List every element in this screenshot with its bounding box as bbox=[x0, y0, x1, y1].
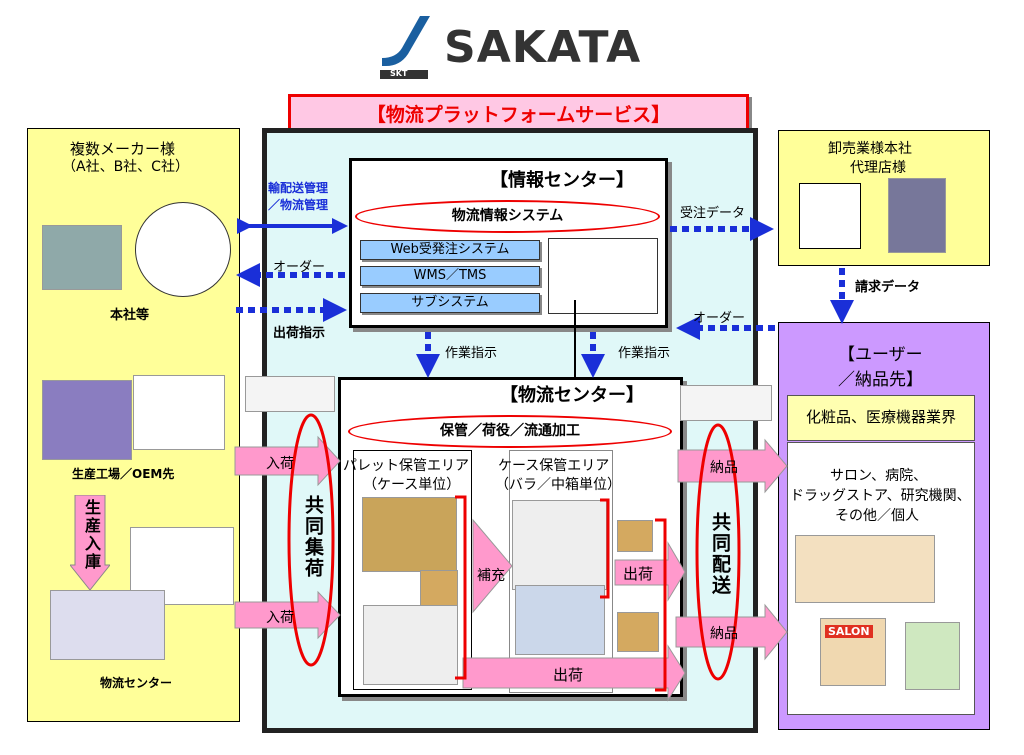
drugstore-image bbox=[795, 535, 935, 603]
order-left-label: オーダー bbox=[273, 260, 326, 275]
ship-label-1: 出荷 bbox=[623, 565, 654, 583]
replenish-arrow bbox=[472, 518, 513, 614]
transport-mgmt-label: 輸配送管理 ／物流管理 bbox=[268, 181, 329, 212]
case-area-unit: （バラ／中箱単位） bbox=[495, 477, 621, 493]
logo-brand: SAKATA bbox=[444, 22, 642, 73]
joint-delivery-label: 共同配送 bbox=[709, 512, 731, 596]
ship-arrow-2 bbox=[462, 644, 686, 702]
hq-building-image bbox=[42, 225, 122, 290]
info-center-title: 【情報センター】 bbox=[490, 170, 634, 191]
factory-worker-image bbox=[133, 375, 225, 450]
dc-building-image bbox=[50, 590, 165, 660]
ship-bracket bbox=[655, 518, 667, 692]
ship-arrow-1 bbox=[614, 541, 686, 602]
joint-delivery-ellipse bbox=[695, 423, 741, 681]
carton-box-image-2 bbox=[617, 612, 659, 652]
industry-label: 化粧品、医療機器業界 bbox=[787, 395, 975, 441]
wms-tms-button[interactable]: WMS／TMS bbox=[360, 266, 540, 286]
order-right-label: オーダー bbox=[693, 311, 746, 326]
joint-pickup-ellipse bbox=[287, 413, 335, 667]
inbound-label-2: 入荷 bbox=[266, 610, 294, 626]
customer-line-2: ドラッグストア、研究機関、 bbox=[790, 488, 971, 504]
work-instruction-label: 作業指示 bbox=[445, 346, 498, 361]
pallet-area bbox=[353, 450, 472, 690]
wholesaler-title: 卸売業様本社 bbox=[828, 141, 912, 157]
case-bracket bbox=[600, 498, 610, 599]
replenish-label: 補充 bbox=[477, 568, 505, 584]
work-instruction-label-2: 作業指示 bbox=[618, 346, 671, 361]
makers-title: 複数メーカー様 bbox=[70, 140, 176, 158]
office-building-image bbox=[888, 178, 946, 253]
dc-label: 物流センター bbox=[100, 676, 173, 690]
inbound-arrow-2 bbox=[234, 590, 341, 640]
operator-bubble-image bbox=[135, 202, 231, 297]
hq-label: 本社等 bbox=[110, 308, 150, 323]
info-system-ellipse: 物流情報システム bbox=[355, 200, 660, 233]
users-subtitle: ／納品先】 bbox=[838, 370, 923, 390]
info-operator-image bbox=[548, 238, 658, 314]
joint-pickup-label: 共同集荷 bbox=[302, 495, 324, 579]
inbound-label-1: 入荷 bbox=[266, 456, 294, 472]
factory-image bbox=[42, 380, 132, 460]
logistics-center-title: 【物流センター】 bbox=[500, 385, 644, 406]
ship-label-2: 出荷 bbox=[553, 666, 584, 684]
pallet-area-title: パレット保管エリア bbox=[343, 458, 469, 474]
logo: SKT SAKATA bbox=[380, 14, 640, 80]
pallet-area-unit: （ケース単位） bbox=[363, 477, 461, 493]
pallet-racks-image bbox=[362, 497, 457, 572]
logo-mark-text: SKT bbox=[390, 69, 408, 78]
billing-data-label: 請求データ bbox=[855, 280, 921, 295]
ship-instruction-label: 出荷指示 bbox=[273, 326, 326, 341]
makers-subtitle: （A社、B社、C社） bbox=[62, 159, 189, 175]
wholesaler-staff-image bbox=[799, 183, 861, 249]
carton-box-image bbox=[617, 520, 653, 552]
subsystem-button[interactable]: サブシステム bbox=[360, 293, 540, 313]
factory-label: 生産工場／OEM先 bbox=[72, 467, 175, 481]
case-area-title: ケース保管エリア bbox=[498, 458, 610, 474]
customer-line-1: サロン、病院、 bbox=[830, 468, 928, 484]
case-area bbox=[509, 450, 613, 693]
pallet-bracket bbox=[455, 495, 467, 680]
truck-image-2 bbox=[680, 385, 772, 421]
delivery-label-1: 納品 bbox=[710, 460, 738, 476]
wholesaler-subtitle: 代理店様 bbox=[850, 160, 906, 176]
picking-cart-image bbox=[515, 585, 605, 655]
customer-line-3: その他／個人 bbox=[835, 508, 919, 524]
order-data-label: 受注データ bbox=[680, 206, 746, 221]
case-racks-image bbox=[512, 500, 607, 590]
functions-ellipse: 保管／荷役／流通加工 bbox=[348, 415, 672, 448]
customer-person-image bbox=[905, 622, 960, 690]
users-title: 【ユーザー bbox=[838, 345, 923, 365]
reach-truck-image bbox=[363, 605, 458, 685]
salon-image: SALON bbox=[820, 618, 886, 686]
production-in-arrow: 生産入庫 bbox=[70, 495, 110, 590]
delivery-label-2: 納品 bbox=[710, 626, 738, 642]
web-order-system-button[interactable]: Web受発注システム bbox=[360, 240, 540, 260]
truck-image bbox=[245, 376, 335, 412]
logo-mark-icon bbox=[380, 16, 430, 79]
